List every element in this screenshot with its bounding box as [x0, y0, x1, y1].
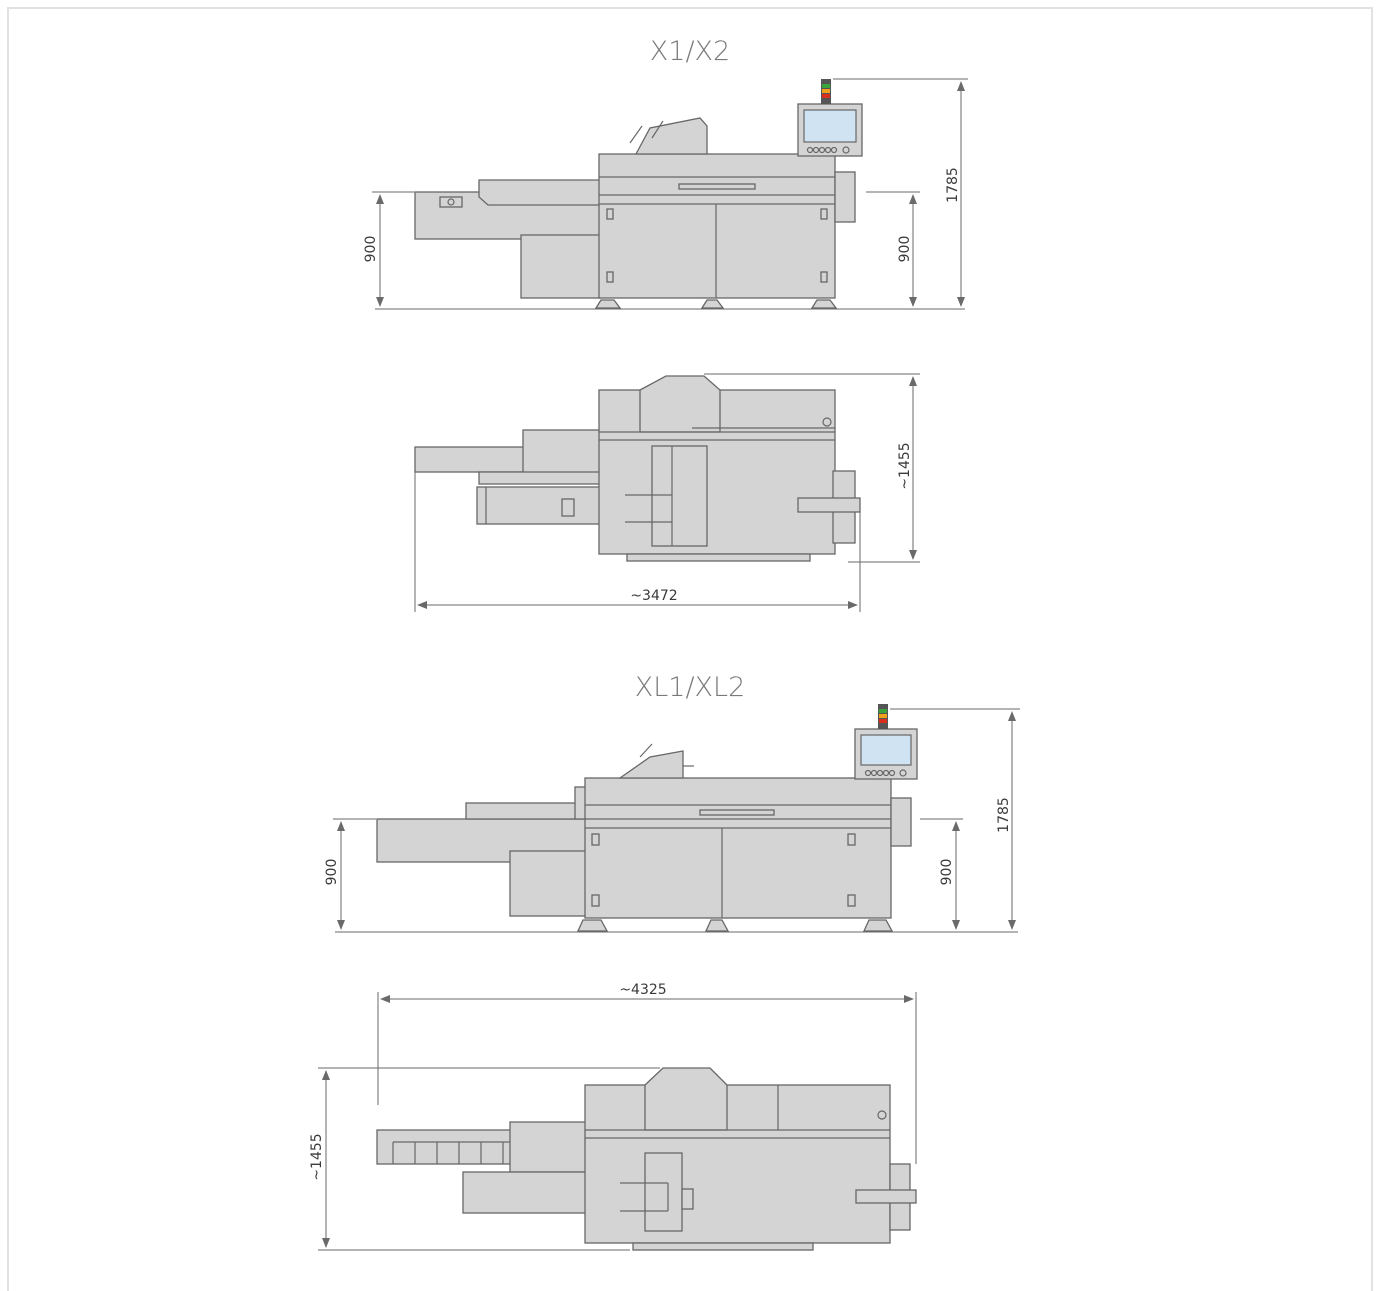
- dim-xl-side-height-right: 900: [939, 859, 955, 886]
- dim-xl-top-depth: ~1455: [309, 1133, 325, 1180]
- dim-x-top-depth: ~1455: [897, 442, 913, 489]
- dim-x-side-height-left: 900: [363, 236, 379, 263]
- dim-xl-top-length: ~4325: [619, 982, 666, 998]
- x-side-view: [372, 78, 968, 310]
- dim-xl-total-height: 1785: [996, 797, 1012, 833]
- xl-side-view: [333, 704, 1020, 933]
- xl-top-view: [318, 992, 917, 1251]
- dim-x-total-height: 1785: [945, 167, 961, 203]
- page-frame: [7, 7, 1373, 1291]
- dim-x-side-height-right: 900: [897, 236, 913, 263]
- dim-xl-side-height-left: 900: [324, 859, 340, 886]
- x-top-view: [414, 373, 920, 612]
- title-xl1-xl2: XL1/XL2: [635, 672, 746, 703]
- dim-x-top-length: ~3472: [630, 588, 677, 604]
- title-x1-x2: X1/X2: [650, 36, 730, 67]
